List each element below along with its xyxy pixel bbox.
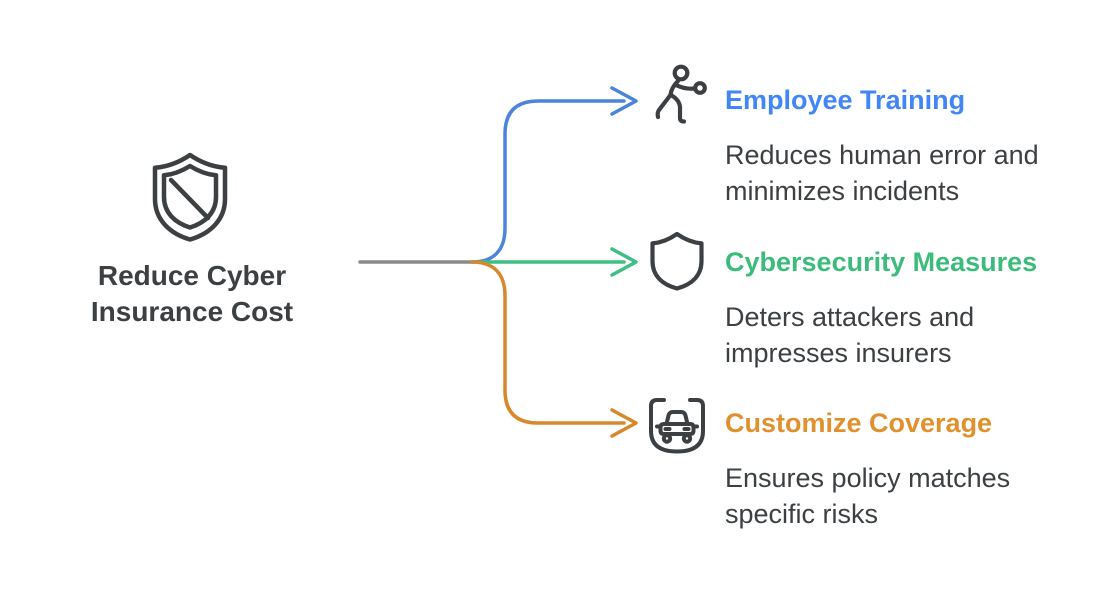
root-label-line2: Insurance Cost xyxy=(90,296,294,327)
shield-icon xyxy=(648,230,706,292)
desc-line: specific risks xyxy=(725,499,879,529)
root-label-line1: Reduce Cyber xyxy=(97,260,287,291)
arrowhead-bottom xyxy=(610,408,638,438)
branch-title-employee-training: Employee Training xyxy=(725,85,966,115)
branch-desc-employee-training: Reduces human error and minimizes incide… xyxy=(725,137,1039,209)
branch-line-top xyxy=(470,99,626,264)
exercising-person-icon xyxy=(650,64,708,134)
branch-desc-cybersecurity-measures: Deters attackers and impresses insurers xyxy=(725,299,974,371)
desc-line: Ensures policy matches xyxy=(725,463,1011,493)
desc-line: minimizes incidents xyxy=(725,176,960,206)
desc-line: impresses insurers xyxy=(725,338,952,368)
branch-title-cybersecurity-measures: Cybersecurity Measures xyxy=(725,247,1038,277)
desc-line: Deters attackers and xyxy=(725,302,975,332)
shield-slash-icon xyxy=(150,151,230,243)
arrowhead-middle xyxy=(610,247,638,277)
branch-desc-customize-coverage: Ensures policy matches specific risks xyxy=(725,460,1010,532)
root-node-label: Reduce Cyber Insurance Cost xyxy=(52,258,332,330)
branch-title-customize-coverage: Customize Coverage xyxy=(725,408,993,438)
arrowhead-top xyxy=(610,86,638,116)
desc-line: Reduces human error and xyxy=(725,140,1039,170)
car-icon xyxy=(646,396,708,456)
branch-line-bottom xyxy=(470,260,626,425)
